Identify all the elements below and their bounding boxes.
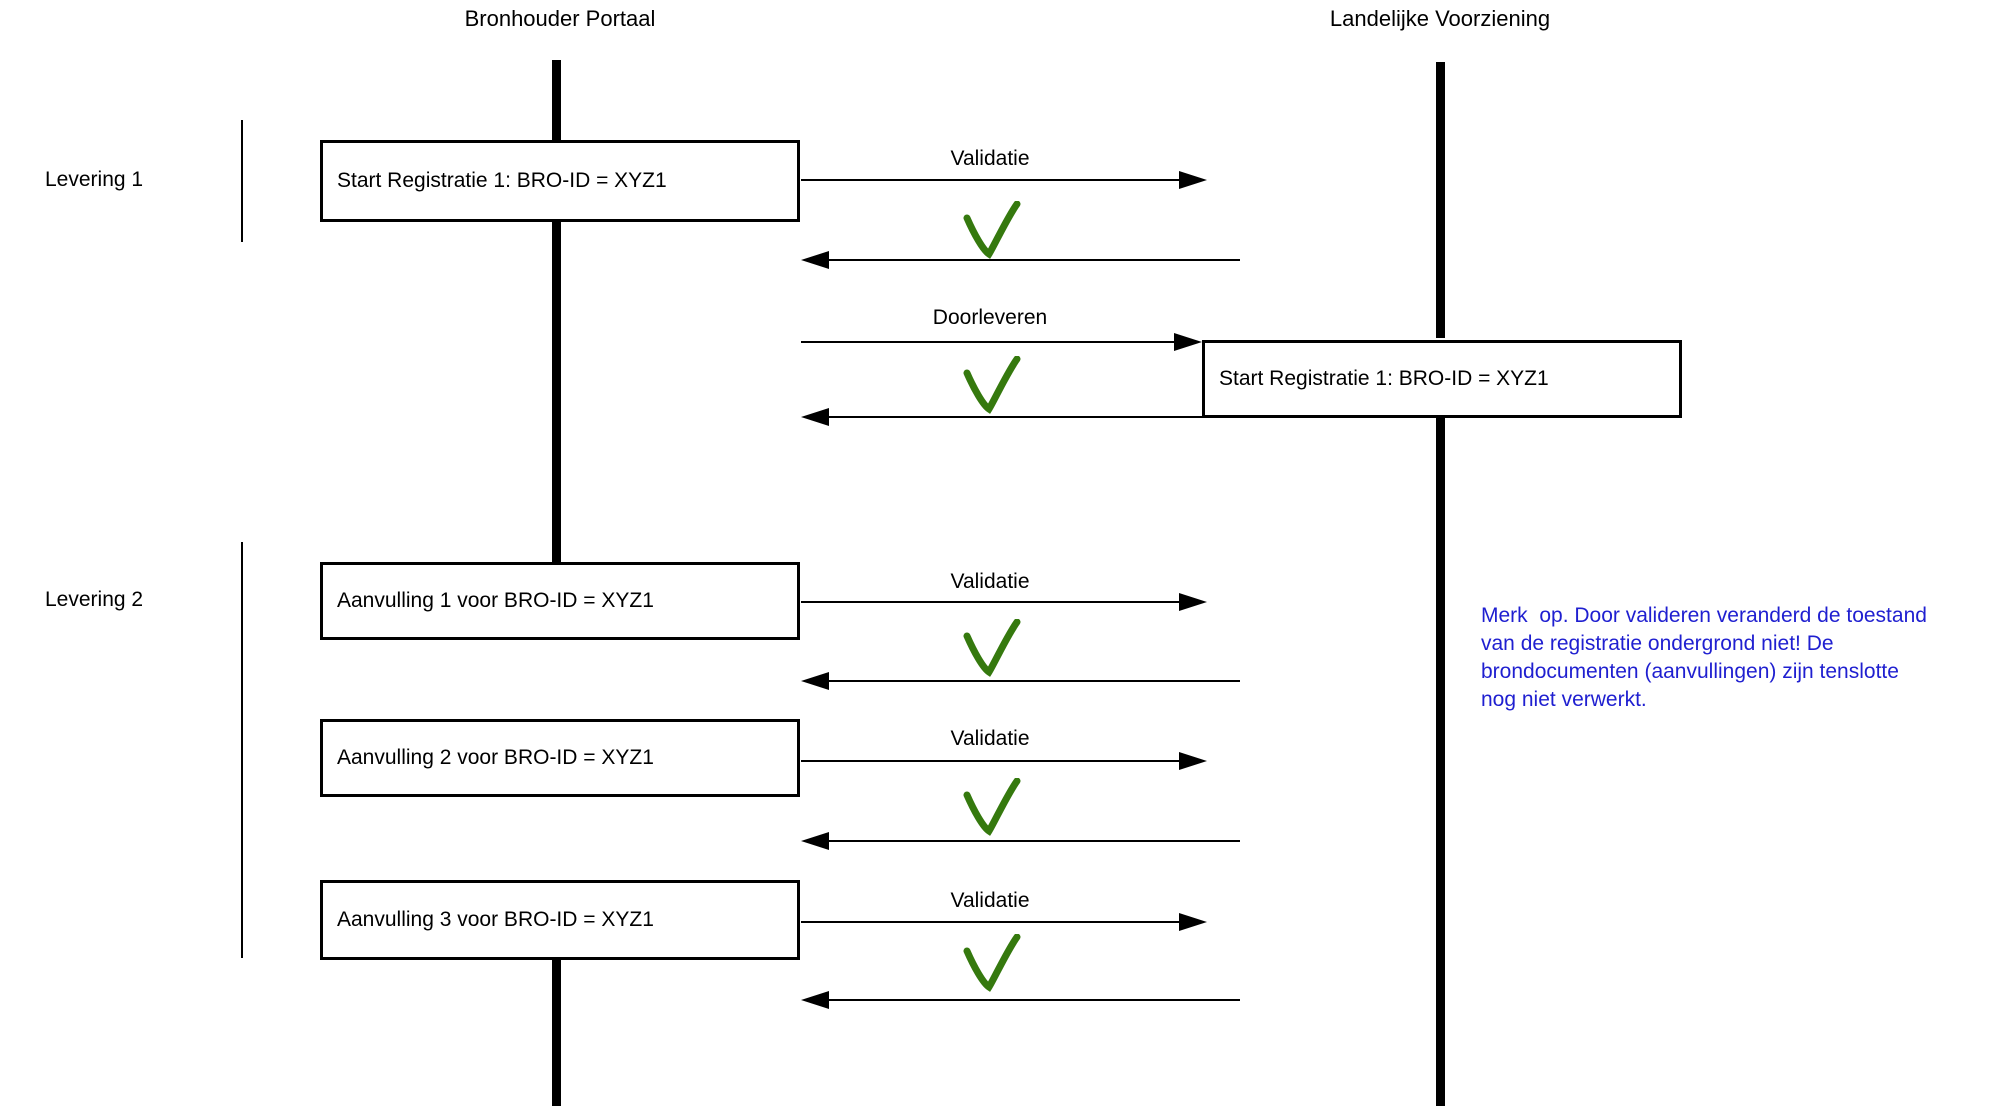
lifeline-bronhouder-segment: [552, 60, 561, 142]
arrow-shaft: [825, 999, 1240, 1001]
check-icon: [961, 355, 1023, 419]
arrow-shaft: [801, 760, 1183, 762]
arrowhead-left-icon: [801, 832, 829, 850]
lifeline-bronhouder-segment: [552, 222, 561, 562]
request-arrow-doorleveren: [801, 333, 1202, 351]
arrow-shaft: [801, 601, 1183, 603]
check-icon: [961, 200, 1023, 264]
box-aanvulling-1: Aanvulling 1 voor BRO-ID = XYZ1: [320, 562, 800, 640]
note-line: brondocumenten (aanvullingen) zijn tensl…: [1481, 660, 1899, 683]
arrow-shaft: [801, 179, 1183, 181]
arrowhead-left-icon: [801, 672, 829, 690]
arrow-label-validatie-3: Validatie: [950, 727, 1030, 750]
request-arrow-validatie-4: [801, 913, 1207, 931]
request-arrow-validatie-3: [801, 752, 1207, 770]
arrow-label-validatie-4: Validatie: [950, 889, 1030, 912]
arrowhead-right-icon: [1179, 593, 1207, 611]
check-icon: [961, 618, 1023, 682]
box-label: Aanvulling 1 voor BRO-ID = XYZ1: [337, 589, 654, 612]
box-label: Start Registratie 1: BRO-ID = XYZ1: [337, 169, 667, 192]
note-line: van de registratie ondergrond niet! De: [1481, 632, 1834, 655]
arrow-label-doorleveren: Doorleveren: [932, 306, 1048, 329]
arrowhead-left-icon: [801, 251, 829, 269]
box-start-registratie-bronhouder: Start Registratie 1: BRO-ID = XYZ1: [320, 140, 800, 222]
check-icon: [961, 777, 1023, 841]
arrow-shaft: [801, 921, 1183, 923]
box-aanvulling-3: Aanvulling 3 voor BRO-ID = XYZ1: [320, 880, 800, 960]
note-line: nog niet verwerkt.: [1481, 688, 1647, 711]
arrowhead-right-icon: [1179, 752, 1207, 770]
group-bracket-levering-2: [241, 542, 243, 958]
box-start-registratie-landelijke: Start Registratie 1: BRO-ID = XYZ1: [1202, 340, 1682, 418]
group-bracket-levering-1: [241, 120, 243, 242]
lifeline-bronhouder-segment: [552, 960, 561, 1106]
arrowhead-left-icon: [801, 408, 829, 426]
arrow-shaft: [825, 680, 1240, 682]
response-arrow-validatie-1: [801, 251, 1240, 269]
arrowhead-left-icon: [801, 991, 829, 1009]
box-aanvulling-2: Aanvulling 2 voor BRO-ID = XYZ1: [320, 719, 800, 797]
box-label: Aanvulling 3 voor BRO-ID = XYZ1: [337, 908, 654, 931]
box-label: Start Registratie 1: BRO-ID = XYZ1: [1219, 367, 1549, 390]
lifeline-title-landelijke-voorziening: Landelijke Voorziening: [1329, 6, 1551, 31]
response-arrow-validatie-3: [801, 832, 1240, 850]
arrowhead-right-icon: [1179, 913, 1207, 931]
check-icon: [961, 933, 1023, 997]
group-label-levering-1: Levering 1: [45, 168, 144, 191]
group-label-levering-2: Levering 2: [45, 588, 144, 611]
arrowhead-right-icon: [1179, 171, 1207, 189]
arrow-shaft: [825, 416, 1202, 418]
lifeline-title-bronhouder-portaal: Bronhouder Portaal: [464, 6, 656, 31]
note-validatie-toelichting: Merk op. Door valideren veranderd de toe…: [1481, 602, 2002, 714]
request-arrow-validatie-2: [801, 593, 1207, 611]
response-arrow-doorleveren: [801, 408, 1202, 426]
arrowhead-right-icon: [1174, 333, 1202, 351]
request-arrow-validatie-1: [801, 171, 1207, 189]
lifeline-landelijke-segment: [1436, 62, 1445, 338]
note-line: Merk op. Door valideren veranderd de toe…: [1481, 604, 1927, 627]
arrow-shaft: [801, 341, 1178, 343]
response-arrow-validatie-2: [801, 672, 1240, 690]
lifeline-landelijke-segment: [1436, 418, 1445, 1106]
arrow-shaft: [825, 840, 1240, 842]
box-label: Aanvulling 2 voor BRO-ID = XYZ1: [337, 746, 654, 769]
response-arrow-validatie-4: [801, 991, 1240, 1009]
arrow-label-validatie-1: Validatie: [950, 147, 1030, 170]
arrow-shaft: [825, 259, 1240, 261]
arrow-label-validatie-2: Validatie: [950, 570, 1030, 593]
